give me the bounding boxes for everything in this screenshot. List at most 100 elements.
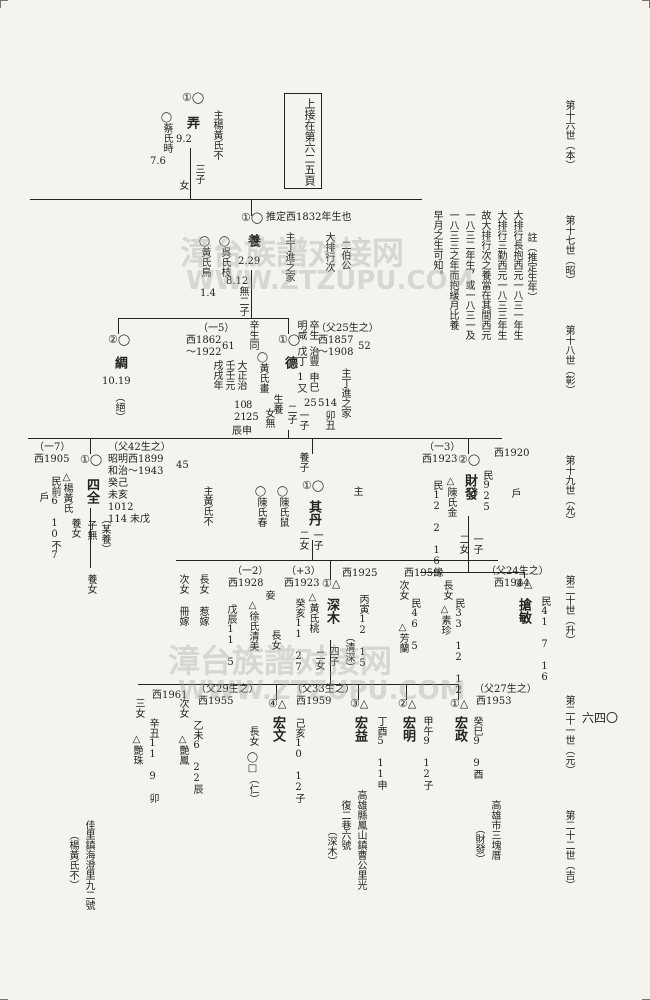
wife-name: △楊黃氏: [61, 472, 72, 513]
person-mark: ③△: [350, 697, 369, 710]
children-count: 二女: [457, 534, 468, 554]
child-rank: 次女: [397, 580, 408, 600]
person-date: 2.29: [238, 256, 261, 267]
life-start: 西1925: [342, 568, 378, 579]
birth-info: 癸己: [108, 478, 128, 489]
life-start: 西1905: [34, 454, 70, 465]
person-note: 二伯公: [339, 240, 350, 270]
birth-info: 民41 7 16: [539, 596, 550, 683]
tree-line: [288, 318, 289, 334]
person-mark: ②◯: [108, 333, 131, 346]
birth-info: 未亥: [108, 490, 128, 501]
person-mark: ①△: [322, 577, 341, 590]
person-note: 二女: [297, 530, 308, 550]
person-note: 大排行次: [323, 232, 334, 272]
address-note: （楊黃氏不）: [67, 830, 78, 890]
tree-line: [420, 572, 524, 573]
person-name-chou: 綢: [112, 356, 127, 369]
footnote-title: 註（推定生年）: [525, 232, 536, 302]
household-note: 主黃氏不: [201, 486, 212, 526]
child-note: 惹嫁: [197, 606, 208, 626]
life-start: 西1923: [422, 454, 458, 465]
wife-date: 8.12: [226, 276, 249, 287]
person-name-de: 德: [282, 356, 297, 369]
person-name-hongming: 宏明: [400, 716, 415, 742]
female-count: 女: [177, 180, 188, 190]
corner-mark: [642, 0, 650, 1]
wife-name: △黃氏桃: [307, 592, 318, 633]
birth-info: 辛生同: [247, 320, 258, 350]
child-rank: 長女: [197, 574, 208, 594]
birth-info: 民925: [481, 470, 492, 513]
birth-info: 戊丁: [295, 346, 306, 366]
person-note: 主丁進之家: [283, 232, 294, 282]
person-note: 二子: [285, 404, 296, 424]
life-start: 西1959: [296, 696, 332, 707]
life-end: 〜1908: [318, 347, 354, 358]
person-mark: ①◯: [182, 91, 205, 104]
person-note: 主楊黃氏不: [211, 110, 222, 160]
tree-line: [90, 508, 91, 568]
generation-label-21: 第二十一世（元）: [563, 695, 574, 775]
person-note: （清深）: [343, 632, 354, 672]
generation-label-16: 第十六世（本）: [563, 100, 574, 170]
tree-line: [524, 572, 525, 578]
child-name: △艷珠: [131, 734, 142, 765]
person-mark: ①◯: [278, 333, 301, 346]
tree-line: [251, 270, 252, 318]
wife-date: 1.4: [200, 288, 216, 299]
tree-line: [30, 199, 422, 200]
age: 45: [176, 460, 189, 471]
birth-info: 1012: [108, 502, 134, 513]
life-start: 西1923: [284, 578, 320, 589]
wife-name: ◯陳氏鼠: [277, 486, 288, 527]
tree-line: [406, 684, 407, 700]
children-count: 養女: [69, 518, 80, 538]
birth-info: 民46 5: [409, 598, 420, 652]
wife-name: ◯蔡氏時: [161, 112, 172, 153]
birth-info: 丙寅12 15: [357, 594, 368, 669]
person-mark: ①◯: [80, 453, 103, 466]
wife-note: 主丁進之家: [339, 368, 350, 418]
person-name-hongzheng: 宏政: [452, 716, 467, 742]
child-rank: 長女: [269, 630, 280, 650]
birth-info: 治豐: [307, 346, 318, 366]
birth-info: 卒生: [307, 320, 318, 340]
wife-note: 民12 2 16緣: [431, 480, 442, 577]
birth-info: 民33 12 12: [453, 598, 464, 696]
tree-line: [138, 684, 458, 685]
generation-label-22: 第二十二世（吉）: [563, 810, 574, 890]
person-name-yang: 養: [245, 234, 260, 247]
birth-info: 辰申: [232, 426, 252, 437]
birth-info: 癸亥11 27: [293, 598, 304, 673]
generation-label-18: 第十八世（彰）: [563, 325, 574, 395]
note-line: 大排行三勤西元一八三三年生: [495, 210, 506, 340]
person-mark: ①◯: [302, 479, 325, 492]
child-rank: 長女: [441, 580, 452, 600]
birth-info: 己亥10 12子: [293, 718, 304, 803]
wife-name: ◯黃氏畫: [257, 352, 268, 393]
birth-info: 114: [108, 514, 128, 525]
life-start: 西1857: [318, 335, 354, 346]
generation-gap: （一3）: [424, 442, 461, 453]
tree-line: [118, 318, 288, 319]
note-line: 大排行長抱西元一八三一年生: [511, 210, 522, 340]
note-line: 一八三三之年而抱緩月比養: [447, 210, 458, 330]
address: 佳里鎮海澄里九二號: [83, 820, 94, 910]
person-mark: ②△: [514, 577, 533, 590]
child-note: 冊嫁: [177, 606, 188, 626]
generation-label-20: 第二十世（升）: [563, 575, 574, 645]
generation-label-19: 第十九世（允）: [563, 455, 574, 525]
adoptee-note: 養女: [85, 574, 96, 594]
household-note: 戶: [509, 488, 520, 498]
page-number: 六四〇: [582, 711, 619, 725]
person-note: 二女: [313, 650, 324, 670]
person-mark: ②△: [398, 697, 417, 710]
household-note: 主: [351, 486, 362, 496]
tree-line: [190, 148, 191, 200]
person-name-hongwen: 宏文: [270, 716, 285, 742]
wife-date: 7.6: [150, 156, 166, 167]
person-mark: ①◯: [241, 211, 264, 224]
generation-gap: （父24生之）: [486, 566, 549, 577]
birth-info: 8: [246, 400, 253, 411]
